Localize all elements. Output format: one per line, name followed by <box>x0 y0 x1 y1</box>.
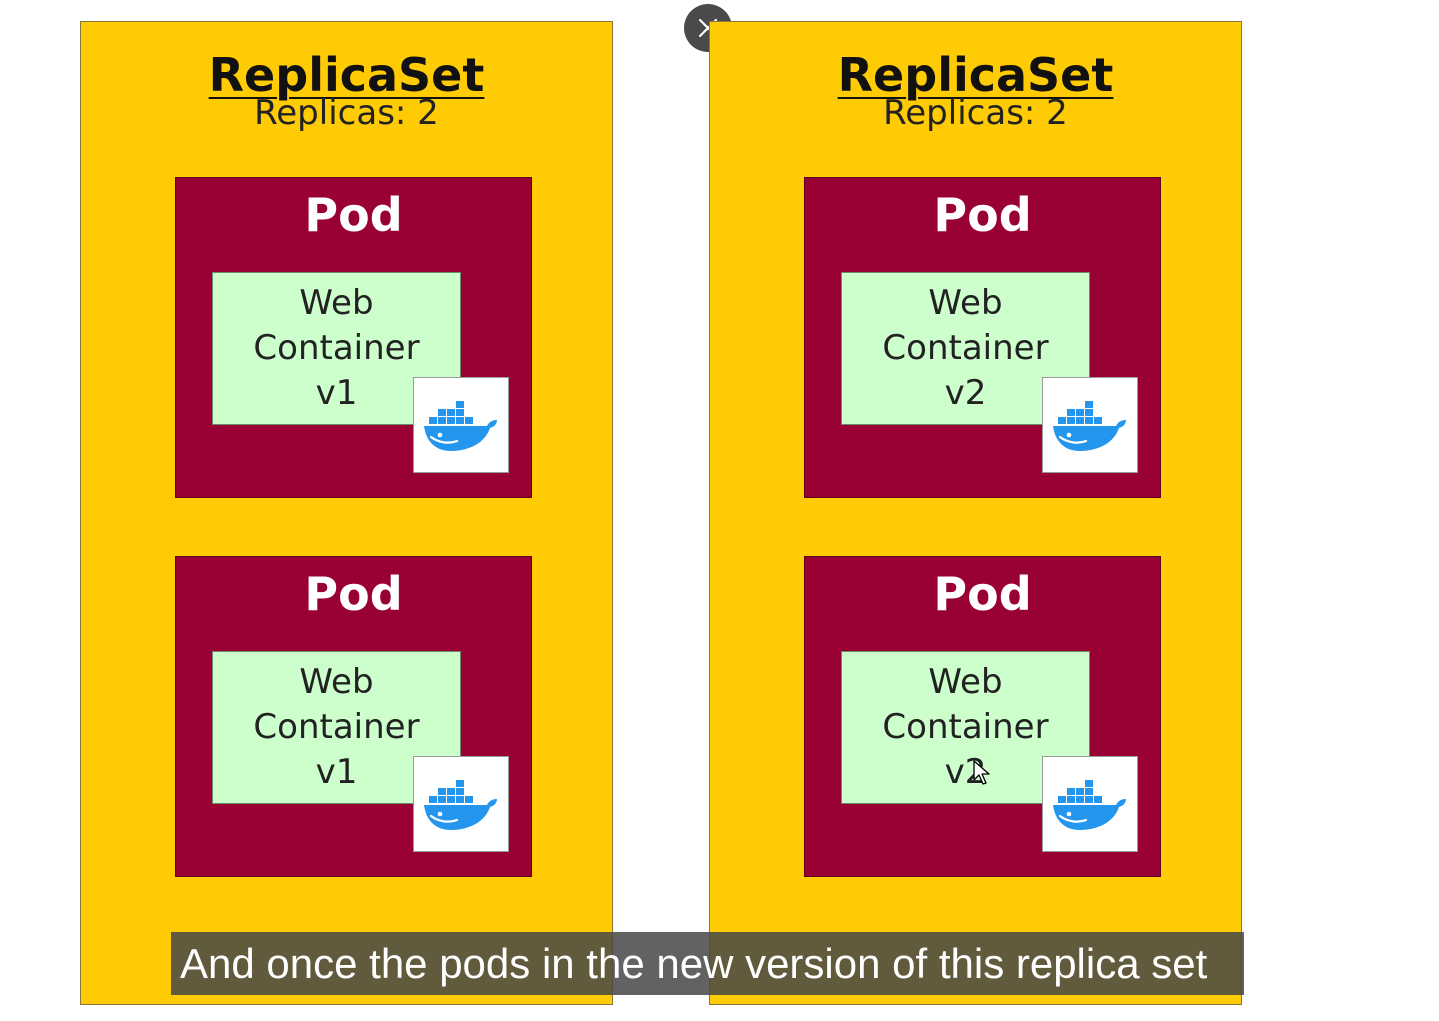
replicaset-title: ReplicaSet <box>837 48 1114 102</box>
mouse-cursor-icon <box>973 760 990 785</box>
docker-logo <box>1042 377 1138 473</box>
container-line: Container <box>882 707 1049 747</box>
container-line: Web <box>928 283 1003 323</box>
pod: Pod Web Container v2 <box>804 177 1161 498</box>
container-line: Web <box>928 662 1003 702</box>
pod-title: Pod <box>933 567 1032 621</box>
docker-logo <box>413 756 509 852</box>
replicaset-replicas: Replicas: 2 <box>883 93 1068 133</box>
container-line: Container <box>253 328 420 368</box>
container-line: Container <box>882 328 1049 368</box>
container-version: v1 <box>315 752 358 792</box>
pod-title: Pod <box>304 567 403 621</box>
docker-whale-icon <box>424 780 497 830</box>
web-container: Web Container v1 <box>212 272 461 425</box>
docker-whale-icon <box>1053 401 1126 451</box>
pod-title: Pod <box>933 188 1032 242</box>
pod: Pod Web Container v1 <box>175 556 532 877</box>
replicaset-1: ReplicaSet Replicas: 2 Pod Web Container… <box>80 21 613 1005</box>
container-version: v2 <box>944 373 987 413</box>
container-line: Web <box>299 283 374 323</box>
docker-whale-icon <box>424 401 497 451</box>
docker-logo <box>413 377 509 473</box>
replicaset-title: ReplicaSet <box>208 48 485 102</box>
container-version: v1 <box>315 373 358 413</box>
container-line: Web <box>299 662 374 702</box>
docker-whale-icon <box>1053 780 1126 830</box>
video-caption: And once the pods in the new version of … <box>171 932 1244 995</box>
replicaset-2: ReplicaSet Replicas: 2 Pod Web Container… <box>709 21 1242 1005</box>
pod-title: Pod <box>304 188 403 242</box>
pod: Pod Web Container v2 <box>804 556 1161 877</box>
pod: Pod Web Container v1 <box>175 177 532 498</box>
docker-logo <box>1042 756 1138 852</box>
container-line: Container <box>253 707 420 747</box>
replicaset-replicas: Replicas: 2 <box>254 93 439 133</box>
